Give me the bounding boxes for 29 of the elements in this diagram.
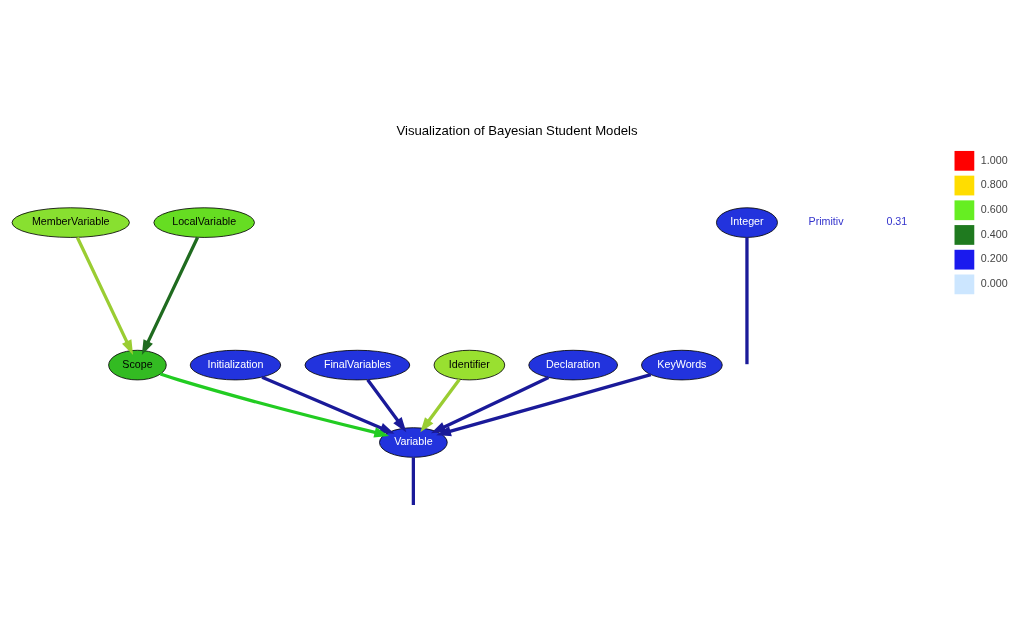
legend-label: 0.400 <box>980 227 1008 240</box>
node-ellipse: Scope <box>108 349 167 381</box>
legend-label: 0.200 <box>980 252 1008 265</box>
node-ellipse: Initialization <box>189 349 282 381</box>
arrow <box>430 376 550 434</box>
arrow <box>141 236 199 355</box>
legend-label: 0.600 <box>980 203 1008 216</box>
node-ellipse: KeyWords <box>641 349 723 381</box>
arrow <box>261 375 395 434</box>
arrow <box>436 373 652 437</box>
connector <box>411 457 416 506</box>
node-ellipse: MemberVariable <box>11 207 130 238</box>
node-ellipse: Identifier <box>433 349 506 381</box>
diagram-title: Visualization of Bayesian Student Models <box>396 123 638 139</box>
connector <box>745 237 749 365</box>
legend-label: 0.800 <box>980 178 1008 191</box>
node-ellipse: FinalVariables <box>304 349 411 381</box>
arrow <box>159 372 390 438</box>
arrow <box>366 378 407 433</box>
node-ellipse: Declaration <box>528 349 618 381</box>
arrow <box>420 378 461 433</box>
legend-label: 0.000 <box>980 277 1008 290</box>
label: 0.31 <box>886 215 908 228</box>
node-ellipse: LocalVariable <box>153 207 255 238</box>
label: Primitiv <box>808 215 844 228</box>
node-ellipse: Integer <box>716 207 778 238</box>
node-ellipse: Variable <box>379 427 448 458</box>
arrow <box>75 236 134 355</box>
legend-label: 1.000 <box>980 153 1008 166</box>
